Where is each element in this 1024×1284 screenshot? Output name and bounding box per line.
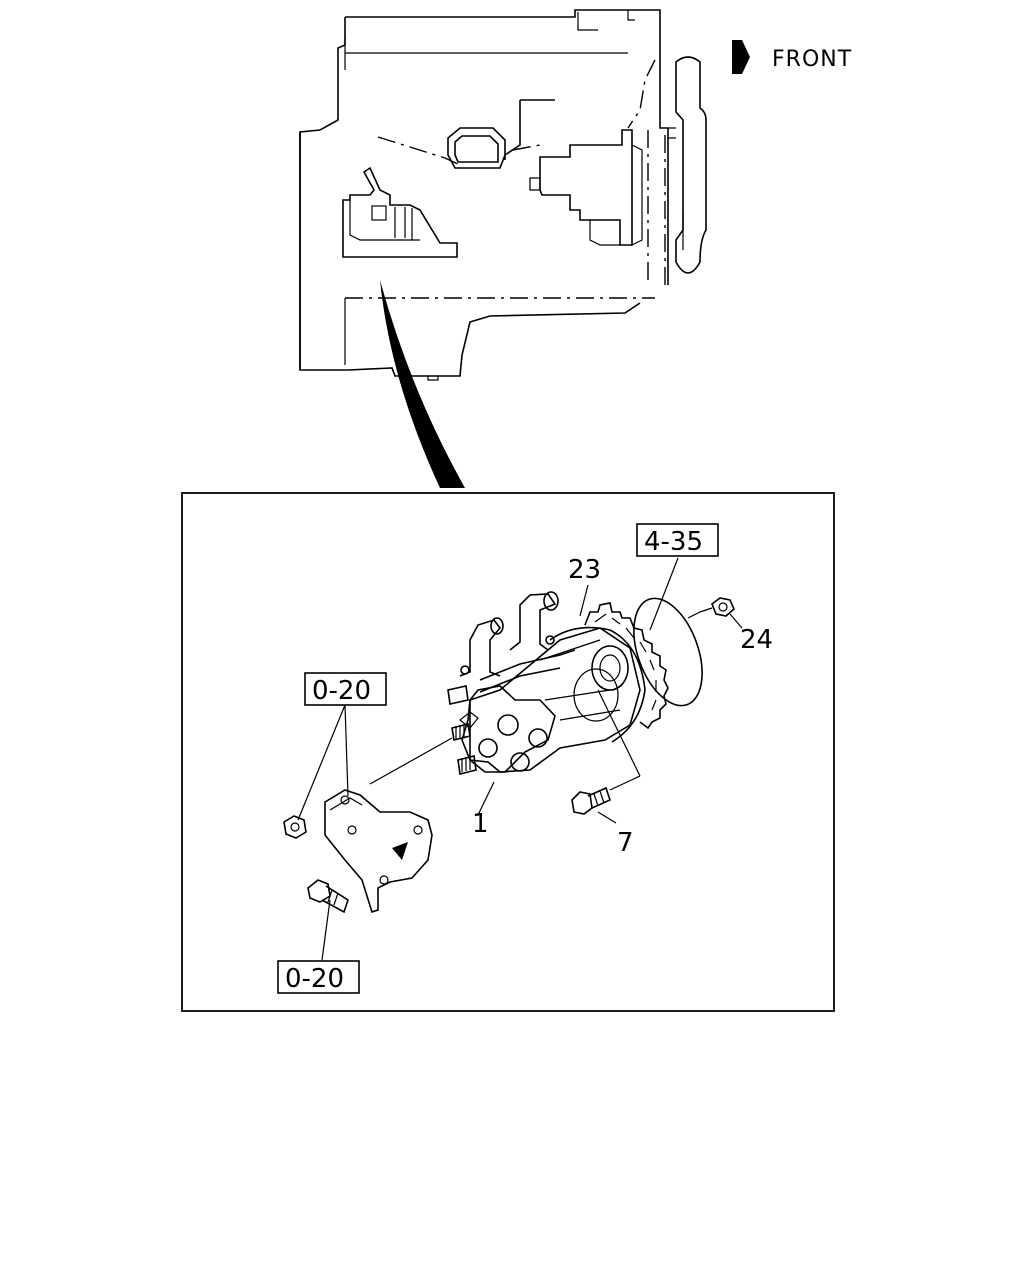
callout-7: 7: [617, 828, 634, 858]
detail-frame: [181, 492, 835, 1012]
callout-23: 23: [568, 555, 601, 585]
nut-part-24: [699, 597, 735, 617]
arrow-right-icon: [732, 40, 750, 74]
ref-label-4-35: 4-35: [644, 527, 703, 557]
bolt-part-7: [571, 786, 611, 815]
ref-label-0-20-top: 0-20: [312, 676, 371, 706]
injection-pump-assembly: [447, 591, 703, 775]
ref-box-0-20-top: [304, 672, 387, 706]
ref-label-0-20-bottom: 0-20: [285, 964, 344, 994]
engine-overview: [299, 9, 707, 381]
detail-leader-wedge: [380, 280, 465, 488]
ref-box-0-20-bottom: [277, 960, 360, 994]
mounting-bracket: [324, 789, 433, 914]
callout-1: 1: [472, 809, 489, 839]
callout-labels: 23 24 1 7 4-35 0-20 0-20: [277, 523, 773, 994]
callout-24: 24: [740, 625, 773, 655]
leader-lines: [297, 557, 743, 961]
front-label: FRONT: [772, 47, 852, 72]
front-direction-indicator: FRONT: [732, 40, 852, 74]
bracket-bolt: [307, 879, 349, 914]
ref-box-4-35: [636, 523, 719, 557]
bracket-nut: [283, 815, 307, 839]
